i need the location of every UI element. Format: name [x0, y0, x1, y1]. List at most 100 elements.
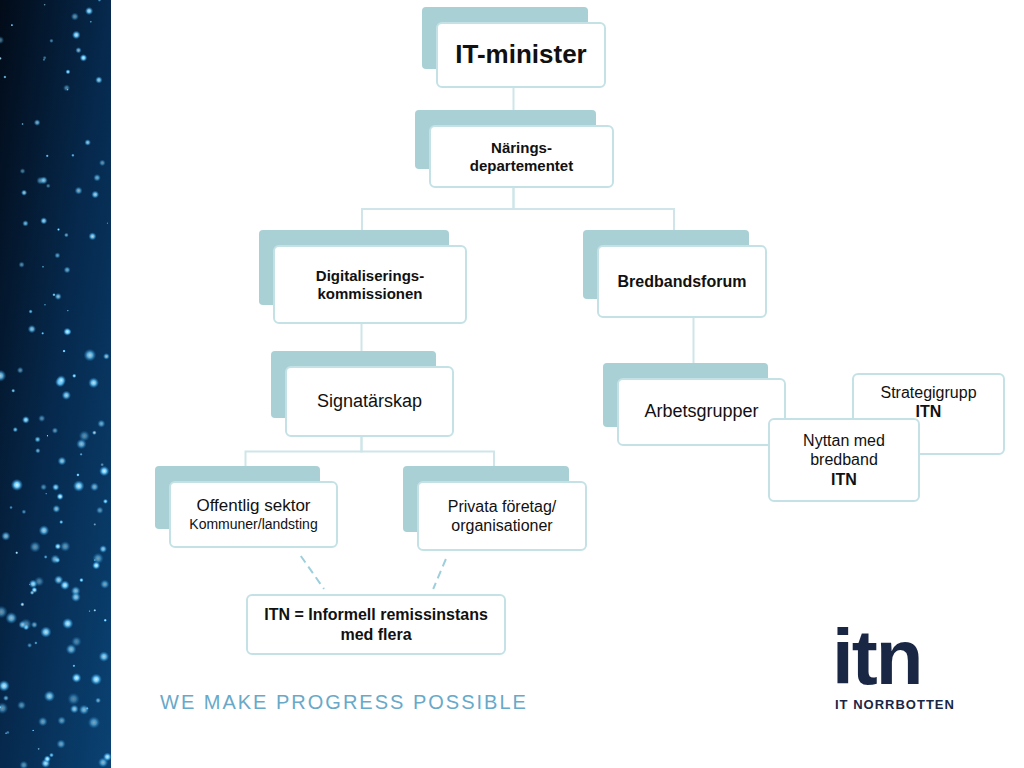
fiber-light — [79, 453, 82, 456]
fiber-light — [0, 36, 4, 44]
fiber-light — [57, 228, 60, 231]
fiber-light — [21, 190, 27, 196]
org-box: Nyttan med bredbandITN — [768, 418, 920, 502]
fiber-light — [80, 54, 88, 62]
fiber-light — [22, 220, 29, 227]
fiber-light — [3, 75, 7, 79]
fiber-light — [62, 349, 66, 353]
node-text: Strategigrupp — [880, 383, 976, 402]
fiber-light — [70, 704, 79, 713]
fiber-light — [21, 123, 24, 126]
fiber-light — [100, 579, 110, 589]
fiber-light — [71, 592, 81, 602]
fiber-light — [38, 415, 45, 422]
fiber-light — [44, 555, 48, 559]
fiber-light — [72, 374, 77, 379]
node-text: Signatärskap — [317, 391, 422, 413]
fiber-light — [75, 47, 82, 54]
fiber-light — [44, 690, 55, 701]
fiber-light — [72, 664, 75, 667]
fiber-light — [64, 233, 69, 238]
fiber-light — [57, 457, 66, 466]
fiber-light — [31, 621, 38, 628]
fiber-light — [52, 505, 60, 513]
org-box: Privata företag/ organisationer — [417, 481, 587, 551]
fiber-light — [28, 325, 37, 334]
fiber-light — [0, 605, 8, 618]
fiber-light — [41, 332, 44, 335]
node-text: Nyttan med bredband — [789, 431, 899, 469]
fiber-light — [19, 761, 28, 768]
connector-line — [514, 188, 675, 230]
fiber-light — [46, 154, 49, 157]
fiber-light — [99, 466, 109, 476]
fiber-light — [46, 435, 48, 437]
fiber-light — [103, 618, 107, 622]
fiber-light — [39, 525, 50, 536]
fiber-light — [99, 159, 106, 166]
fiber-light — [50, 554, 60, 564]
fiber-light — [0, 370, 6, 382]
fiber-light — [79, 430, 90, 441]
fiber-light — [35, 448, 41, 454]
fiber-light — [88, 232, 96, 240]
org-box: IT-minister — [436, 22, 606, 88]
fiber-light — [103, 499, 108, 504]
fiber-light — [88, 716, 101, 729]
fiber-light — [91, 190, 99, 198]
node-text: Privata företag/ organisationer — [432, 497, 572, 535]
fiber-light — [56, 375, 66, 385]
fiber-light — [79, 578, 84, 583]
fiber-light — [63, 328, 71, 336]
fiber-light — [72, 31, 81, 40]
fiber-light — [65, 69, 70, 74]
org-box: Offentlig sektorKommuner/landsting — [169, 481, 338, 548]
fiber-strip — [0, 0, 111, 768]
connector-line — [693, 318, 695, 363]
fiber-light — [13, 427, 19, 433]
fiber-light — [0, 57, 2, 61]
org-box: Digitaliserings- kommissionen — [273, 245, 467, 324]
fiber-light — [73, 480, 85, 492]
fiber-light — [92, 430, 97, 435]
fiber-light — [17, 701, 26, 710]
fiber-light — [79, 704, 89, 714]
fiber-light — [103, 752, 112, 761]
fiber-light — [11, 389, 15, 393]
connector-line — [513, 88, 515, 110]
org-box: ITN = Informell remissinstans med flera — [246, 594, 506, 655]
connector-line — [361, 324, 363, 351]
dashed-link — [433, 559, 446, 589]
fiber-light — [60, 541, 71, 552]
fiber-light — [20, 168, 26, 174]
fiber-light — [22, 416, 30, 424]
node-text: Närings- departementet — [467, 139, 577, 175]
fiber-light — [52, 293, 56, 297]
fiber-light — [30, 590, 35, 595]
connector-line — [246, 437, 362, 466]
fiber-light — [6, 730, 10, 734]
fiber-light — [56, 739, 65, 748]
fiber-light — [34, 436, 40, 442]
fiber-light — [37, 747, 40, 750]
fiber-light — [20, 602, 25, 607]
node-text: ITN = Informell remissinstans med flera — [261, 605, 491, 643]
org-box: Bredbandsforum — [597, 245, 767, 318]
fiber-light — [46, 183, 51, 188]
fiber-light — [32, 729, 34, 731]
fiber-light — [90, 482, 99, 491]
fiber-light — [99, 545, 107, 553]
fiber-light — [88, 377, 99, 388]
fiber-light — [71, 12, 79, 20]
fiber-light — [95, 697, 101, 703]
fiber-light — [0, 702, 8, 714]
org-box: Närings- departementet — [429, 125, 614, 188]
fiber-light — [27, 643, 32, 648]
fiber-light — [52, 427, 59, 434]
fiber-light — [57, 716, 66, 725]
fiber-light — [93, 174, 101, 182]
node-text: IT-minister — [455, 39, 586, 70]
org-box: Arbetsgrupper — [617, 378, 786, 446]
fiber-light — [103, 353, 110, 360]
fiber-light — [95, 76, 103, 84]
